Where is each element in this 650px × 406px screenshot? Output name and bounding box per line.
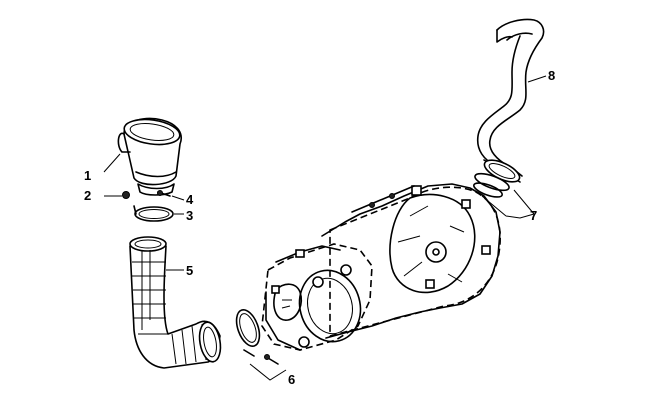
screw-2 bbox=[104, 191, 130, 199]
air-filter-1 bbox=[103, 117, 182, 196]
duct-8 bbox=[476, 18, 545, 183]
callout-5: 5 bbox=[186, 263, 193, 278]
callout-8: 8 bbox=[548, 68, 555, 83]
clutch-cover-housing bbox=[321, 183, 501, 339]
intake-boot-5 bbox=[129, 236, 222, 369]
callout-4: 4 bbox=[186, 192, 194, 207]
clamp-3 bbox=[133, 205, 184, 222]
callout-2: 2 bbox=[84, 188, 91, 203]
callout-1: 1 bbox=[84, 168, 91, 183]
callout-3: 3 bbox=[186, 208, 193, 223]
gasket-6 bbox=[235, 309, 287, 381]
callout-6: 6 bbox=[288, 372, 295, 387]
clamp-7 bbox=[473, 172, 535, 219]
callout-7: 7 bbox=[530, 208, 537, 223]
engine-case bbox=[261, 243, 373, 351]
screw-4 bbox=[157, 190, 185, 201]
